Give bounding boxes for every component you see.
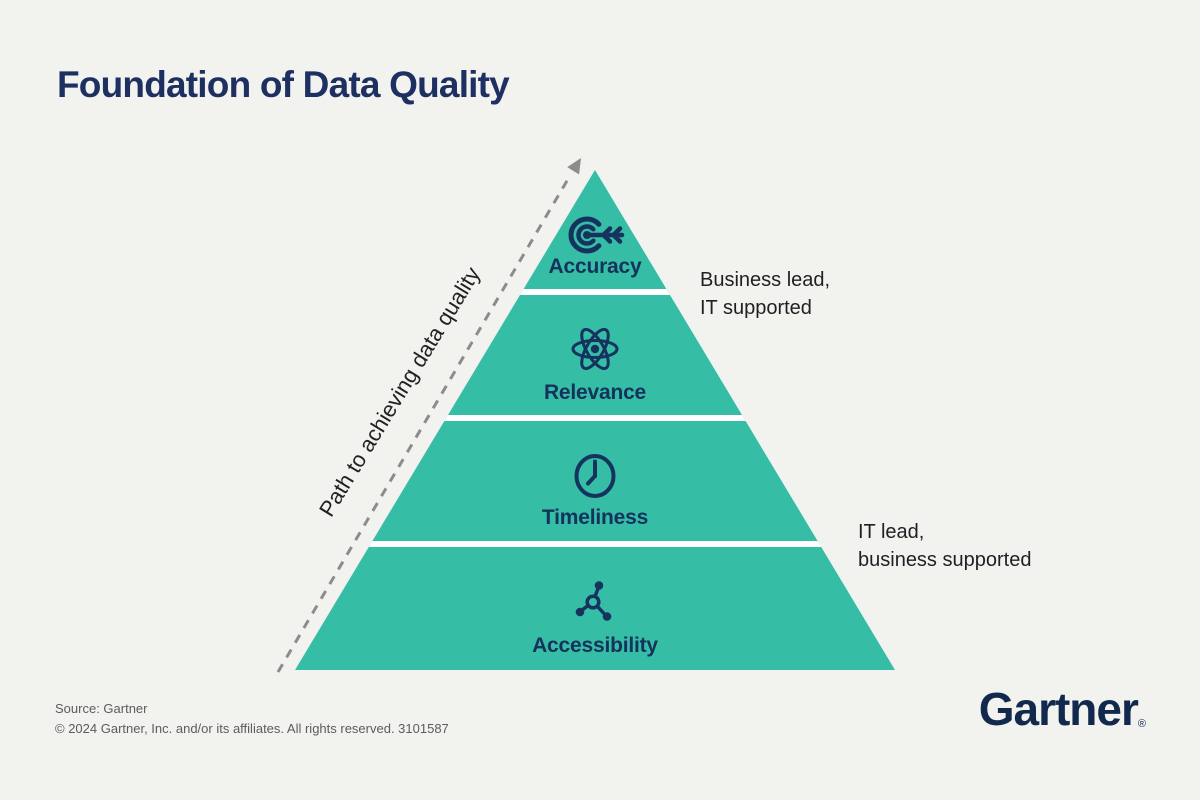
annotation-line: Business lead, [700,269,831,291]
level-divider [295,415,895,421]
clock-icon [574,454,616,498]
registered-trademark-icon: ® [1137,718,1146,730]
level-label-accuracy: Accuracy [548,255,642,278]
gartner-logo: Gartner® [978,682,1146,736]
footer-copyright: © 2024 Gartner, Inc. and/or its affiliat… [55,721,449,736]
gartner-logo-text: Gartner [978,683,1139,735]
footer: Source: Gartner © 2024 Gartner, Inc. and… [55,699,449,739]
pyramid-level-accuracy [295,210,895,265]
annotation-line: IT supported [700,297,812,319]
footer-source: Source: Gartner [55,701,148,716]
annotation-line: business supported [858,549,1032,571]
level-label-accessibility: Accessibility [532,634,658,657]
level-label-relevance: Relevance [543,381,647,404]
pyramid-level-timeliness [295,452,895,505]
pyramid-level-relevance [295,322,895,381]
page-title: Foundation of Data Quality [57,64,510,105]
annotation-business-lead: Business lead, IT supported [700,266,830,322]
annotation-it-lead: IT lead, business supported [858,518,1031,574]
level-divider [295,289,895,295]
level-divider [295,541,895,547]
annotation-line: IT lead, [858,521,925,543]
level-label-timeliness: Timeliness [541,506,649,529]
network-nodes-icon [575,581,612,621]
pyramid-level-accessibility [295,577,895,632]
arrow-head-icon [567,158,581,175]
target-arrow-icon [568,216,625,254]
atom-icon [571,327,619,371]
